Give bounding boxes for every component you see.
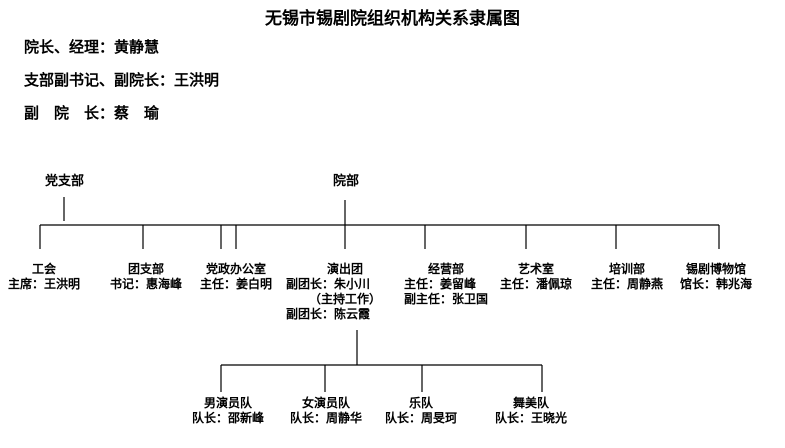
dept-office-name: 党政办公室 bbox=[206, 262, 267, 276]
unit-band-name: 乐队 bbox=[409, 396, 434, 410]
academy-node: 院部 bbox=[333, 174, 360, 189]
leader-vice-president: 副 院 长：蔡 瑜 bbox=[24, 102, 159, 123]
dept-art-room-head: 主任：潘佩琼 bbox=[500, 277, 573, 291]
dept-troupe-deputy: 副团长：陈云霞 bbox=[286, 307, 371, 321]
dept-performance-troupe: 演出团 副团长：朱小川 （主持工作） 副团长：陈云霞 bbox=[286, 262, 404, 322]
dept-training-head: 主任：周静燕 bbox=[591, 277, 664, 291]
dept-business-head: 主任：姜留峰 bbox=[404, 277, 477, 291]
unit-band: 乐队 队长：周旻珂 bbox=[385, 396, 457, 426]
unit-female-actors: 女演员队 队长：周静华 bbox=[290, 396, 362, 426]
dept-troupe-head: 副团长：朱小川 bbox=[286, 277, 371, 291]
dept-training-name: 培训部 bbox=[609, 262, 646, 276]
leader-president-role: 院长、经理： bbox=[24, 38, 115, 56]
dept-business-deputy: 副主任：张卫国 bbox=[404, 292, 489, 306]
dept-union-name: 工会 bbox=[32, 262, 57, 276]
dept-training: 培训部 主任：周静燕 bbox=[591, 262, 663, 292]
dept-museum: 锡剧博物馆 馆长：韩兆海 bbox=[680, 262, 752, 292]
unit-stage-design-head: 队长：王晓光 bbox=[495, 411, 568, 425]
unit-male-actors-name: 男演员队 bbox=[204, 396, 253, 410]
unit-stage-design-name: 舞美队 bbox=[513, 396, 550, 410]
leader-president: 院长、经理：黄静慧 bbox=[24, 36, 159, 57]
party-branch-node: 党支部 bbox=[45, 174, 85, 189]
dept-office-head: 主任：姜白明 bbox=[200, 277, 273, 291]
unit-male-actors-head: 队长：邵新峰 bbox=[192, 411, 265, 425]
unit-stage-design: 舞美队 队长：王晓光 bbox=[495, 396, 567, 426]
dept-business-name: 经营部 bbox=[428, 262, 465, 276]
dept-youth-league: 团支部 书记：惠海峰 bbox=[110, 262, 182, 292]
leader-vice-president-role: 副 院 长： bbox=[24, 104, 115, 122]
dept-art-room-name: 艺术室 bbox=[518, 262, 555, 276]
dept-art-room: 艺术室 主任：潘佩琼 bbox=[500, 262, 572, 292]
dept-office: 党政办公室 主任：姜白明 bbox=[200, 262, 272, 292]
leader-president-name: 黄静慧 bbox=[114, 38, 160, 56]
dept-troupe-name: 演出团 bbox=[326, 262, 363, 276]
dept-museum-head: 馆长：韩兆海 bbox=[680, 277, 753, 291]
leader-vice-secretary-role: 支部副书记、副院长： bbox=[24, 71, 175, 89]
unit-band-head: 队长：周旻珂 bbox=[385, 411, 458, 425]
leader-vice-president-name: 蔡 瑜 bbox=[114, 104, 160, 122]
dept-union-head: 主席：王洪明 bbox=[8, 277, 81, 291]
leader-vice-secretary-name: 王洪明 bbox=[174, 71, 220, 89]
unit-female-actors-head: 队长：周静华 bbox=[290, 411, 363, 425]
dept-union: 工会 主席：王洪明 bbox=[8, 262, 80, 292]
unit-male-actors: 男演员队 队长：邵新峰 bbox=[192, 396, 264, 426]
chart-title: 无锡市锡剧院组织机构关系隶属图 bbox=[265, 9, 520, 29]
dept-troupe-head-note: （主持工作） bbox=[308, 292, 381, 306]
leader-vice-secretary: 支部副书记、副院长：王洪明 bbox=[24, 69, 219, 90]
unit-female-actors-name: 女演员队 bbox=[302, 396, 351, 410]
dept-museum-name: 锡剧博物馆 bbox=[686, 262, 747, 276]
dept-youth-league-name: 团支部 bbox=[128, 262, 165, 276]
dept-business: 经营部 主任：姜留峰 副主任：张卫国 bbox=[404, 262, 488, 307]
dept-youth-league-head: 书记：惠海峰 bbox=[110, 277, 183, 291]
